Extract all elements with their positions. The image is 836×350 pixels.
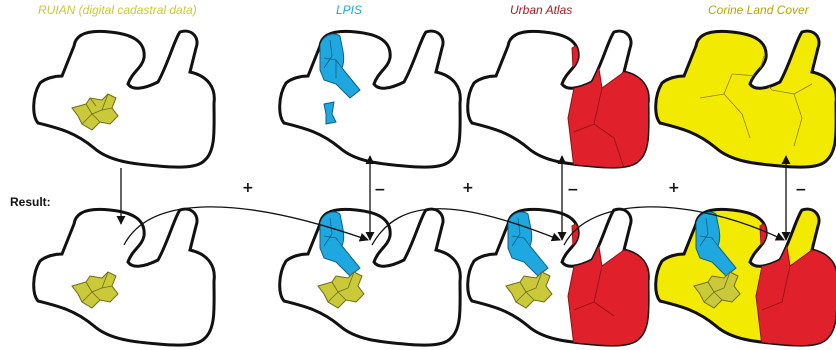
result-label: Result: [10,195,51,209]
result-urban-atlas-shape [466,207,650,347]
heading-urban-atlas: Urban Atlas [510,3,573,17]
plus-operator-urban: + [462,180,474,196]
plus-operator-corine: + [668,180,680,196]
heading-ruian: RUIAN (digital cadastral data) [38,3,197,17]
arrow-plus-lpis [123,206,369,246]
lpis-shape [278,29,462,169]
minus-operator-urban: − [567,182,579,198]
ruian-shape [32,29,216,169]
arrow-plus-corine [563,206,785,246]
ruian-parcels [71,93,119,131]
minus-operator-lpis: − [374,182,386,198]
heading-lpis: LPIS [336,3,363,17]
heading-corine: Corine Land Cover [708,3,809,17]
minus-operator-corine: − [795,182,807,198]
arrow-plus-urban [371,208,561,246]
corine-shape [654,29,836,169]
urban-atlas-shape [466,29,650,169]
plus-operator-lpis: + [242,180,254,196]
result-corine-shape [654,207,836,347]
result-ruian-shape [32,207,216,347]
